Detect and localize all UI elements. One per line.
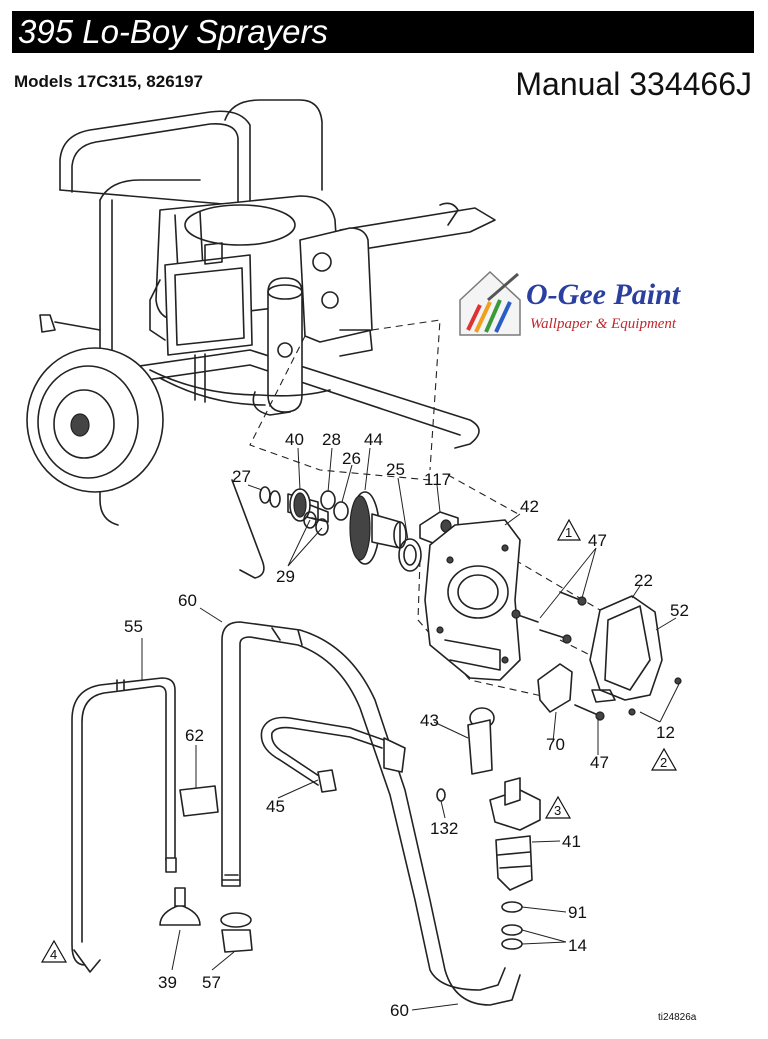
callout-47-top: 47 bbox=[588, 531, 607, 550]
front-cover-part bbox=[589, 595, 682, 716]
o-ring-132 bbox=[436, 788, 446, 802]
callout-28: 28 bbox=[322, 430, 341, 449]
ogee-paint-logo: O-Gee Paint Wallpaper & Equipment bbox=[459, 270, 682, 336]
warning-triangle-3: 3 bbox=[544, 795, 572, 819]
callout-labels: 40 28 44 26 27 25 117 42 47 29 60 22 55 … bbox=[124, 430, 689, 1020]
callout-132: 132 bbox=[430, 819, 458, 838]
logo-name: O-Gee Paint bbox=[526, 278, 682, 311]
o-ring-91 bbox=[501, 901, 523, 913]
house-paint-logo-icon bbox=[459, 270, 521, 336]
hose-assemblies bbox=[71, 621, 521, 1006]
gear-housing-part bbox=[424, 519, 521, 681]
figure-id: ti24826a bbox=[658, 1012, 697, 1023]
callout-70: 70 bbox=[546, 735, 565, 754]
strainer-39 bbox=[159, 887, 201, 926]
document-title: 395 Lo-Boy Sprayers bbox=[12, 11, 754, 53]
warning-triangle-1: 1 bbox=[556, 518, 582, 541]
manual-number: Manual 334466J bbox=[515, 66, 752, 102]
callout-60-top: 60 bbox=[178, 591, 197, 610]
callout-39: 39 bbox=[158, 973, 177, 992]
sprayer-cart-illustration bbox=[26, 99, 496, 579]
callout-22: 22 bbox=[634, 571, 653, 590]
outlet-fitting-41 bbox=[489, 777, 541, 891]
callout-26: 26 bbox=[342, 449, 361, 468]
swivel-43 bbox=[467, 707, 495, 775]
callout-43: 43 bbox=[420, 711, 439, 730]
callout-57: 57 bbox=[202, 973, 221, 992]
callout-45: 45 bbox=[266, 797, 285, 816]
svg-text:2: 2 bbox=[660, 755, 667, 770]
callout-60-bottom: 60 bbox=[390, 1001, 409, 1020]
o-ring-14a bbox=[501, 924, 523, 936]
svg-text:4: 4 bbox=[50, 947, 57, 962]
models-label: Models 17C315, 826197 bbox=[14, 72, 204, 91]
callout-14: 14 bbox=[568, 936, 587, 955]
callout-41: 41 bbox=[562, 832, 581, 851]
leader-lines bbox=[141, 447, 681, 1011]
callout-55: 55 bbox=[124, 617, 143, 636]
gear-train-parts bbox=[259, 486, 459, 572]
callout-27: 27 bbox=[232, 467, 251, 486]
callout-47-bottom: 47 bbox=[590, 753, 609, 772]
svg-text:1: 1 bbox=[565, 525, 572, 540]
warning-triangle-4: 4 bbox=[40, 939, 68, 963]
callout-40: 40 bbox=[285, 430, 304, 449]
callout-42: 42 bbox=[520, 497, 539, 516]
callout-117: 117 bbox=[424, 470, 451, 489]
warning-triangle-2: 2 bbox=[650, 747, 678, 771]
callout-91: 91 bbox=[568, 903, 587, 922]
screws-47 bbox=[511, 591, 605, 721]
logo-tagline: Wallpaper & Equipment bbox=[530, 316, 677, 332]
o-ring-14b bbox=[501, 938, 523, 950]
inlet-nut-57 bbox=[220, 912, 253, 953]
callout-62: 62 bbox=[185, 726, 204, 745]
bracket-70 bbox=[537, 663, 573, 713]
callout-44: 44 bbox=[364, 430, 383, 449]
hose-clip-62 bbox=[179, 785, 219, 817]
callout-12: 12 bbox=[656, 723, 675, 742]
callout-29: 29 bbox=[276, 567, 295, 586]
svg-text:3: 3 bbox=[554, 803, 561, 818]
callout-52: 52 bbox=[670, 601, 689, 620]
callout-25: 25 bbox=[386, 460, 405, 479]
